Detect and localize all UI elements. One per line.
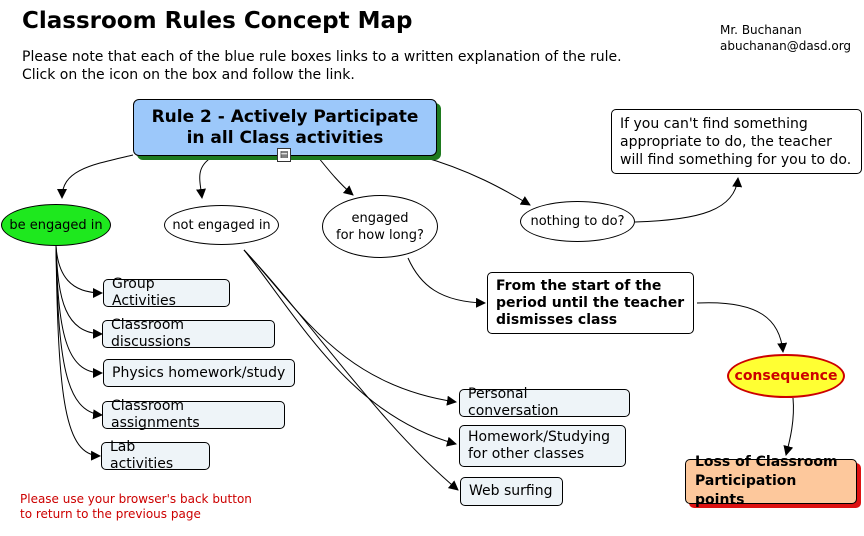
author-email: abuchanan@dasd.org (720, 39, 852, 53)
link-nothing-ifcant (634, 177, 743, 223)
node-be-engaged-in-label: be engaged in (9, 217, 103, 233)
back-note-line-1: Please use your browser's back button (20, 492, 252, 506)
list-item-label: Physics homework/study (112, 364, 286, 381)
node-not-engaged-in-label: not engaged in (172, 217, 271, 233)
document-icon[interactable]: ▤ (277, 148, 291, 162)
list-item-lab-activities: Lab activities (101, 439, 210, 472)
link-howlong-start (407, 257, 486, 308)
link-engaged-group (55, 245, 103, 298)
list-item-label: Classroom assignments (111, 398, 200, 431)
start-line-3: dismisses class (496, 311, 618, 328)
rule-2-box[interactable]: Rule 2 - Actively Participate in all Cla… (133, 99, 437, 156)
list-item-classroom-discussions: Classroom discussions (102, 317, 275, 350)
note-line-1: Please note that each of the blue rule b… (22, 49, 622, 65)
node-consequence: consequence (727, 354, 845, 398)
link-start-consequence (696, 302, 788, 353)
author-name: Mr. Buchanan (720, 23, 802, 37)
rule-title-line-1: Rule 2 - Actively Participate (151, 106, 419, 127)
start-line-1: From the start of the (496, 277, 662, 294)
node-loss-of-points: Loss of Classroom Participation points (685, 454, 857, 508)
loss-line-2: Participation points (695, 473, 797, 508)
start-line-2: period until the teacher (496, 294, 685, 311)
link-engaged-lab (55, 245, 101, 461)
list-item-label: Group Activities (112, 276, 176, 309)
link-rule-not-engaged (196, 156, 213, 199)
list-item-web-surfing: Web surfing (460, 477, 563, 506)
node-consequence-label: consequence (734, 367, 838, 384)
if-cant-line-3: will find something for you to do. (620, 151, 852, 168)
link-notengaged-web (243, 249, 459, 491)
link-rule-nothing (419, 155, 531, 206)
link-rule-engaged (57, 154, 134, 199)
list-item-label: Personal conversation (468, 386, 559, 419)
link-consequence-loss (783, 397, 794, 456)
list-item-personal-conversation: Personal conversation (459, 386, 630, 419)
page-title: Classroom Rules Concept Map (22, 8, 413, 34)
how-long-line-1: engaged (351, 210, 409, 226)
list-item-classroom-assignments: Classroom assignments (102, 398, 285, 431)
link-rule-how-long (317, 156, 354, 196)
link-notengaged-homework (243, 249, 457, 447)
how-long-line-2: for how long? (336, 227, 424, 243)
list-item-group-activities: Group Activities (103, 276, 230, 309)
note-line-2: Click on the icon on the box and follow … (22, 67, 355, 83)
link-engaged-discussions (55, 245, 103, 339)
rule-title-line-2: in all Class activities (186, 127, 384, 148)
list-item-homework-studying: Homework/Studying for other classes (459, 425, 626, 467)
loss-line-1: Loss of Classroom (695, 454, 838, 470)
node-nothing-to-do-label: nothing to do? (530, 214, 625, 229)
list-item-label-2: for other classes (468, 446, 585, 462)
list-item-label: Web surfing (469, 483, 553, 499)
list-item-label: Classroom discussions (111, 317, 191, 350)
list-item-label: Lab activities (110, 439, 174, 472)
node-be-engaged-in: be engaged in (1, 204, 111, 246)
node-not-engaged-in: not engaged in (164, 205, 279, 245)
node-engaged-how-long: engaged for how long? (322, 195, 438, 258)
node-nothing-to-do: nothing to do? (520, 201, 635, 242)
node-if-you-cant-find: If you can't find something appropriate … (611, 109, 862, 174)
if-cant-line-1: If you can't find something (620, 115, 808, 132)
list-item-label: Homework/Studying (468, 429, 611, 445)
list-item-physics-homework: Physics homework/study (103, 359, 295, 387)
node-start-of-period: From the start of the period until the t… (487, 272, 694, 334)
back-note-line-2: to return to the previous page (20, 507, 201, 521)
if-cant-line-2: appropriate to do, the teacher (620, 133, 832, 150)
